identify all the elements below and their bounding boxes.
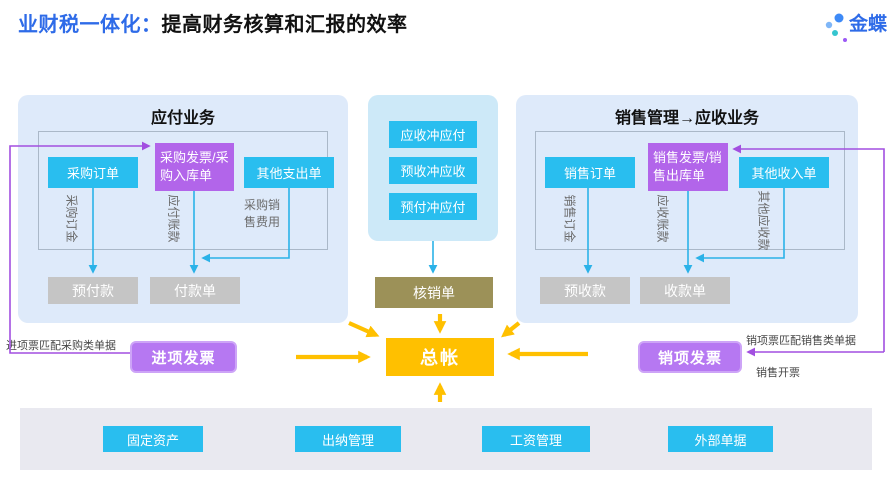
bottom-modules-bar: 固定资产 出纳管理 工资管理 外部单据 bbox=[20, 408, 872, 470]
sales-billing-annotation: 销售开票 bbox=[756, 367, 800, 379]
page-title: 业财税一体化：提高财务核算和汇报的效率 bbox=[18, 8, 408, 37]
receivables-panel-title: 销售管理→应收业务 bbox=[614, 110, 759, 127]
advance-receipt-offset-ar-box: 预收冲应收 bbox=[389, 157, 477, 184]
page-title-highlight: 业财税一体化： bbox=[18, 14, 162, 36]
sales-order-box: 销售订单 bbox=[545, 157, 635, 188]
input-invoice-pill: 进项发票 bbox=[130, 341, 237, 373]
page-title-rest: 提高财务核算和汇报的效率 bbox=[161, 14, 408, 36]
payables-panel-title: 应付业务 bbox=[150, 110, 215, 127]
output-invoice-pill: 销项发票 bbox=[638, 341, 742, 373]
kingdee-logo-icon bbox=[825, 13, 847, 42]
arrow-receivables-to-ledger bbox=[501, 321, 521, 338]
purchase-order-box: 采购订单 bbox=[48, 157, 138, 188]
purchase-sales-expense-label: 采购销售费用 bbox=[244, 198, 281, 229]
purchase-invoice-box: 采购发票/采购入库单 bbox=[155, 143, 234, 191]
prepayment-box: 预付款 bbox=[48, 277, 138, 304]
write-off-box: 核销单 bbox=[375, 277, 493, 308]
receipt-slip-box: 收款单 bbox=[640, 277, 730, 304]
prepaid-offset-ap-box: 预付冲应付 bbox=[389, 193, 477, 220]
arrow-payables-to-ledger bbox=[348, 321, 380, 338]
cashier-management-box: 出纳管理 bbox=[295, 426, 401, 452]
purchase-deposit-label: 采购订金 bbox=[64, 193, 79, 243]
sales-deposit-label: 销售订金 bbox=[562, 193, 577, 243]
external-documents-box: 外部单据 bbox=[668, 426, 773, 452]
kingdee-logo: 金蝶 bbox=[815, 0, 891, 46]
other-receivables-label: 其他应收款 bbox=[756, 189, 771, 251]
payroll-management-box: 工资管理 bbox=[482, 426, 590, 452]
fixed-assets-box: 固定资产 bbox=[103, 426, 203, 452]
other-income-box: 其他收入单 bbox=[739, 157, 829, 188]
input-invoice-annotation: 进项票匹配采购类单据 bbox=[6, 340, 116, 352]
sales-invoice-box: 销售发票/销售出库单 bbox=[648, 143, 728, 191]
other-expense-box: 其他支出单 bbox=[244, 157, 334, 188]
output-invoice-match-annotation: 销项票匹配销售类单据 bbox=[746, 335, 856, 347]
accounts-payable-label: 应付账款 bbox=[166, 193, 181, 243]
accounts-receivable-label: 应收账款 bbox=[655, 193, 670, 243]
ar-offset-ap-box: 应收冲应付 bbox=[389, 121, 477, 148]
kingdee-logo-text: 金蝶 bbox=[849, 14, 888, 35]
clearing-panel: 应收冲应付 预收冲应收 预付冲应付 bbox=[368, 95, 498, 241]
general-ledger-box: 总帐 bbox=[386, 338, 494, 376]
advance-receipt-box: 预收款 bbox=[540, 277, 630, 304]
payment-slip-box: 付款单 bbox=[150, 277, 240, 304]
